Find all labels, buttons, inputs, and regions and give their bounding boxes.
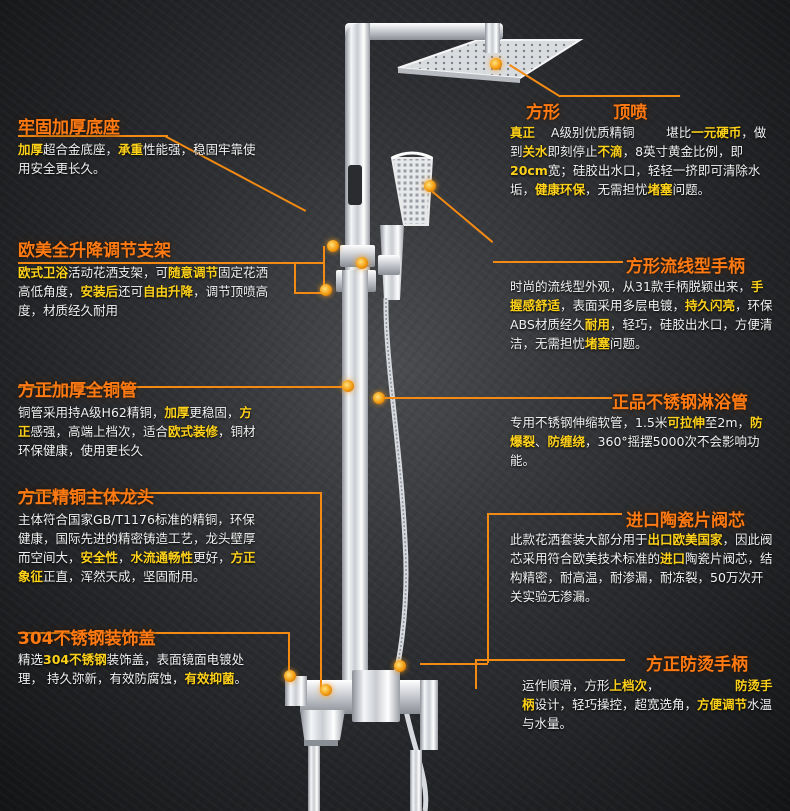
desc-text: ，调节顶喷高度，材质经久耐用 [18,284,269,318]
square-rain-shower-head [397,39,584,83]
highlight-text: 关水 [522,144,548,159]
desc-text: ，做到 [510,125,767,159]
highlight-text: 自由升降 [143,284,194,299]
feature-desc-base: 加厚超合金底座，承重性能强，稳固牢靠使用安全更长久。 [18,140,258,178]
desc-text: ， [647,678,736,693]
feature-desc-square-head: 真正 A级别优质精铜 堪比一元硬币，做到关水即刻停止不滴，8英寸黄金比例，即 20… [510,123,775,199]
desc-text: 问题。 [672,182,711,197]
highlight-text: 方便调节 [697,697,748,712]
feature-title-anti-scald: 方正防烫手柄 [646,655,748,675]
feature-title-copper-pipe: 方正加厚全铜管 [18,381,137,401]
desc-text: 感强，高端上档次，适合 [30,424,169,439]
feature-title-square-head: 方形 顶喷 [526,103,648,123]
feature-title-base: 牢固加厚底座 [18,118,120,138]
highlight-text: 欧式卫浴 [18,265,69,280]
desc-text: 更好， [193,550,231,565]
desc-text: 超合金底座， [43,142,119,157]
highlight-text: 进口 [660,551,686,566]
desc-text: 陶瓷片阀芯，结构精密，耐高温，耐渗漏，耐冻裂，50万次开关实验无渗漏。 [510,551,773,604]
feature-title-bracket: 欧美全升降调节支架 [18,241,171,261]
desc-text: 正直，浑然天成，坚固耐用。 [43,569,206,584]
desc-text: 。 [234,671,248,686]
feature-desc-anti-scald: 运作顺滑，方形上档次， 防烫手柄设计，轻巧操控，超宽选角，方便调节水温与水量。 [522,676,777,733]
desc-text: 至2m， [704,415,751,430]
feature-desc-bracket: 欧式卫浴活动花洒支架，可随意调节固定花洒高低角度，安装后还可自由升降，调节顶喷高… [18,263,278,320]
desc-text: 问题。 [610,336,648,351]
highlight-text: 出口欧美国家 [647,532,723,547]
handheld-shower [378,151,434,300]
desc-text: 设计，轻巧操控，超宽选角， [534,697,698,712]
highlight-text: 加厚 [18,142,44,157]
desc-text: ， [118,550,131,565]
highlight-text: 耐用 [584,317,610,332]
highlight-text: 承重 [118,142,144,157]
highlight-text: 水流通畅性 [130,550,194,565]
desc-text: ，8英寸黄金比例，即 [622,144,744,159]
highlight-text: 堵塞 [647,182,673,197]
desc-text: 时尚的流线型外观，从31款手柄脱颖出来， [510,279,751,294]
desc-text: 还可 [118,284,144,299]
highlight-text: 加厚 [164,405,190,420]
highlight-text: 防缠绕 [547,434,586,449]
desc-text: 铜管采用持A级H62精铜， [18,405,165,420]
feature-desc-valve-core: 此款花洒套装大部分用于出口欧美国家，因此阀芯采用符合欧美技术标准的进口陶瓷片阀芯… [510,530,775,606]
desc-text: 专用不锈钢伸缩软管，1.5米 [510,415,668,430]
desc-text: ，轻巧，硅胶出水口，方便清洁，无需担忧 [510,317,773,351]
desc-text: 、 [535,434,548,449]
highlight-text: 20cm [510,163,548,178]
desc-text: 性能强，稳固牢靠使用安全更长久。 [18,142,256,176]
feature-desc-handle: 时尚的流线型外观，从31款手柄脱颖出来，手握感舒适，表面采用多层电镀，持久闪亮，… [510,277,775,353]
highlight-text: 一元硬币 [691,125,742,140]
feature-title-handle: 方形流线型手柄 [626,257,745,277]
desc-text: 活动花洒支架，可 [68,265,169,280]
desc-text: ，环保ABS材质经久 [510,298,773,332]
desc-text: 精选 [18,652,44,667]
feature-desc-steel-cover: 精选304不锈钢装饰盖，表面镜面电镀处理， 持久弥新，有效防腐蚀，有效抑菌。 [18,650,258,688]
highlight-text: 持久闪亮 [685,298,736,313]
highlight-text: 方正 [18,405,252,439]
desc-text: A级别优质精铜 堪比 [535,125,692,140]
feature-title-faucet: 方正精铜主体龙头 [18,488,154,508]
highlight-text: 真正 [510,125,536,140]
faucet-body [285,670,438,750]
desc-text: 主体符合国家GB/T1176标准的精铜，环保健康，国际先进的精密铸造工艺，龙头壁… [18,512,256,565]
desc-text: ，表面采用多层电镀， [560,298,686,313]
highlight-text: 上档次 [609,678,648,693]
desc-text: ，360°摇摆5000次不会影响功能。 [510,434,760,468]
highlight-text: 方正象征 [18,550,256,584]
desc-text: 即刻停止 [547,144,598,159]
highlight-text: 随意调节 [168,265,219,280]
desc-text: 装饰盖，表面镜面电镀处理， 持久弥新，有效防腐蚀， [18,652,245,686]
feature-title-valve-core: 进口陶瓷片阀芯 [626,511,745,531]
desc-text: ，因此阀芯采用符合欧美技术标准的 [510,532,773,566]
highlight-text: 防爆裂 [510,415,763,449]
highlight-text: 可拉伸 [667,415,705,430]
highlight-text: 手握感舒适 [510,279,764,313]
feature-desc-hose: 专用不锈钢伸缩软管，1.5米可拉伸至2m，防爆裂、防缠绕，360°摇摆5000次… [510,413,775,470]
feature-title-hose: 正品不锈钢淋浴管 [612,393,748,413]
highlight-text: 安装后 [80,284,119,299]
desc-text: 此款花洒套装大部分用于 [510,532,648,547]
feature-desc-copper-pipe: 铜管采用持A级H62精铜，加厚更稳固，方正感强，高端上档次，适合欧式装修，铜材环… [18,403,258,460]
highlight-text: 欧式装修 [168,424,219,439]
highlight-text: 安全性 [80,550,119,565]
highlight-text: 不滴 [597,144,623,159]
desc-text: ，无需担忧 [585,182,648,197]
highlight-text: 健康环保 [535,182,586,197]
desc-text: ，铜材环保健康，使用更长久 [18,424,256,458]
desc-text: 水温与水量。 [522,697,773,731]
desc-text: 运作顺滑，方形 [522,678,610,693]
desc-text: 宽；硅胶出水口，轻轻一挤即可清除水垢， [510,163,761,197]
highlight-text: 堵塞 [585,336,611,351]
highlight-text: 304不锈钢 [43,652,107,667]
feature-title-steel-cover: 304不锈钢装饰盖 [18,629,156,649]
desc-text: 固定花洒高低角度， [18,265,269,299]
highlight-text: 防烫手柄 [522,678,773,712]
highlight-text: 有效抑菌 [184,671,235,686]
feature-desc-faucet: 主体符合国家GB/T1176标准的精铜，环保健康，国际先进的精密铸造工艺，龙头壁… [18,510,258,586]
desc-text: 更稳固， [189,405,240,420]
